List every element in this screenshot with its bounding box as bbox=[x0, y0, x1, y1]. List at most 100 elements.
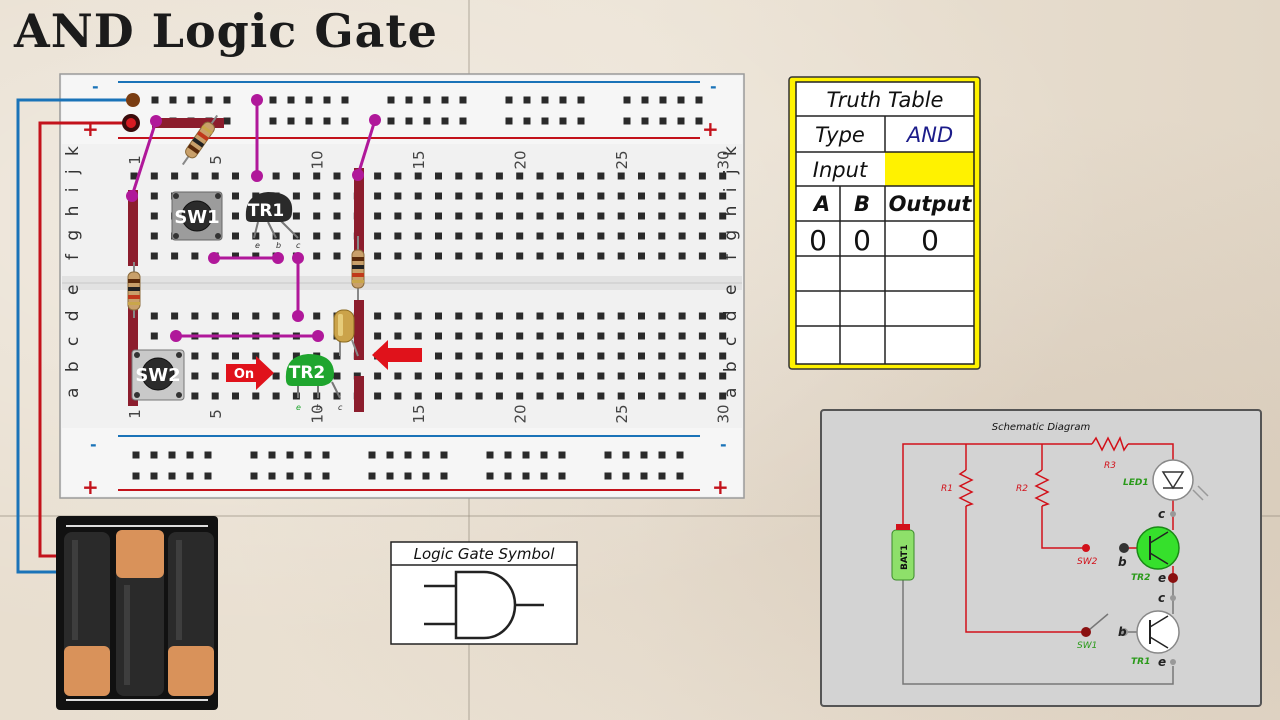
breadboard-hole bbox=[150, 232, 158, 240]
breadboard-hole bbox=[495, 252, 503, 260]
highlight-col14-bottom2 bbox=[354, 376, 364, 412]
logic-symbol-title: Logic Gate Symbol bbox=[414, 545, 556, 563]
jumper-end bbox=[369, 114, 381, 126]
breadboard-hole bbox=[536, 352, 544, 360]
top-rail-strip bbox=[62, 76, 742, 144]
breadboard-hole bbox=[475, 332, 483, 340]
breadboard-hole bbox=[232, 392, 239, 400]
top-rail-plus-left: + bbox=[82, 117, 99, 141]
breadboard-hole bbox=[536, 252, 544, 260]
breadboard-hole bbox=[695, 96, 703, 104]
breadboard-hole bbox=[659, 117, 667, 125]
breadboard-hole bbox=[150, 451, 158, 459]
breadboard-hole bbox=[617, 192, 625, 200]
breadboard-hole bbox=[323, 96, 331, 104]
breadboard-hole bbox=[597, 372, 605, 380]
breadboard-hole bbox=[540, 472, 548, 480]
column-number: 30 bbox=[715, 404, 733, 423]
breadboard-hole bbox=[455, 352, 463, 360]
breadboard-hole bbox=[516, 352, 524, 360]
input-highlight bbox=[885, 152, 974, 186]
tr2-b-label: b bbox=[1118, 555, 1127, 569]
column-number: 25 bbox=[613, 150, 631, 169]
breadboard-hole bbox=[577, 352, 585, 360]
breadboard-hole bbox=[191, 392, 199, 400]
breadboard-hole bbox=[622, 472, 630, 480]
breadboard-hole bbox=[638, 212, 645, 220]
breadboard-hole bbox=[516, 392, 524, 400]
breadboard-hole bbox=[495, 312, 503, 320]
breadboard-hole bbox=[617, 252, 625, 260]
breadboard-hole bbox=[268, 472, 276, 480]
breadboard-hole bbox=[486, 451, 494, 459]
breadboard-hole bbox=[597, 192, 605, 200]
breadboard-hole bbox=[719, 232, 727, 240]
breadboard-hole bbox=[191, 252, 199, 260]
breadboard-hole bbox=[556, 352, 564, 360]
truth-table-cell-a: 0 bbox=[809, 224, 827, 257]
breadboard-hole bbox=[414, 332, 422, 340]
breadboard-hole bbox=[676, 472, 684, 480]
breadboard-hole bbox=[495, 392, 503, 400]
tr2-c-label: c bbox=[1158, 507, 1165, 521]
breadboard-hole bbox=[556, 372, 564, 380]
breadboard-hole bbox=[577, 212, 585, 220]
row-letters-top-right: f g h i j k bbox=[721, 142, 741, 260]
jumper-end bbox=[272, 252, 284, 264]
top-rail-plus-right: + bbox=[702, 117, 719, 141]
breadboard-hole bbox=[272, 312, 280, 320]
breadboard-hole bbox=[558, 472, 566, 480]
breadboard-hole bbox=[414, 312, 422, 320]
breadboard-hole bbox=[597, 332, 605, 340]
breadboard-hole bbox=[597, 172, 605, 180]
breadboard-hole bbox=[232, 352, 239, 360]
breadboard-hole bbox=[386, 451, 394, 459]
breadboard-hole bbox=[719, 212, 727, 220]
breadboard-hole bbox=[658, 252, 666, 260]
schematic-tr1-label: TR1 bbox=[1131, 657, 1150, 667]
r1-label: R1 bbox=[941, 484, 953, 494]
breadboard-hole bbox=[617, 232, 625, 240]
breadboard-hole bbox=[232, 312, 239, 320]
breadboard-hole bbox=[191, 352, 199, 360]
breadboard-hole bbox=[698, 232, 706, 240]
breadboard-hole bbox=[658, 232, 666, 240]
breadboard-hole bbox=[211, 372, 219, 380]
breadboard-hole bbox=[405, 96, 413, 104]
truth-table-cell-b: 0 bbox=[853, 224, 871, 257]
jumper-wires bbox=[130, 100, 377, 338]
col-b-header: B bbox=[854, 192, 870, 216]
breadboard-hole bbox=[617, 172, 625, 180]
breadboard-hole bbox=[368, 472, 376, 480]
breadboard-hole bbox=[678, 252, 686, 260]
breadboard-hole bbox=[150, 332, 158, 340]
jumper-end bbox=[251, 170, 263, 182]
breadboard-hole bbox=[536, 332, 544, 340]
breadboard-hole bbox=[719, 312, 727, 320]
breadboard-hole bbox=[292, 352, 300, 360]
breadboard-hole bbox=[658, 192, 666, 200]
breadboard-hole bbox=[559, 117, 567, 125]
breadboard-hole bbox=[638, 332, 645, 340]
and-gate-body bbox=[454, 570, 517, 640]
breadboard-hole bbox=[272, 352, 280, 360]
breadboard-hole bbox=[232, 192, 239, 200]
breadboard-hole bbox=[205, 96, 213, 104]
breadboard-hole bbox=[313, 252, 321, 260]
breadboard-hole bbox=[623, 96, 631, 104]
breadboard-hole bbox=[387, 117, 395, 125]
breadboard-hole bbox=[333, 232, 341, 240]
tr2-pin-c: c bbox=[338, 403, 343, 412]
breadboard-hole bbox=[132, 472, 140, 480]
breadboard-hole bbox=[441, 117, 449, 125]
breadboard-hole bbox=[536, 192, 544, 200]
breadboard-hole bbox=[505, 96, 513, 104]
breadboard-hole bbox=[536, 212, 544, 220]
breadboard-hole bbox=[191, 312, 199, 320]
breadboard-hole bbox=[617, 372, 625, 380]
breadboard-hole bbox=[394, 232, 402, 240]
schematic-r2 bbox=[1034, 469, 1050, 507]
sw2-label: SW2 bbox=[135, 365, 180, 386]
breadboard-hole bbox=[211, 392, 219, 400]
breadboard-hole bbox=[658, 312, 666, 320]
